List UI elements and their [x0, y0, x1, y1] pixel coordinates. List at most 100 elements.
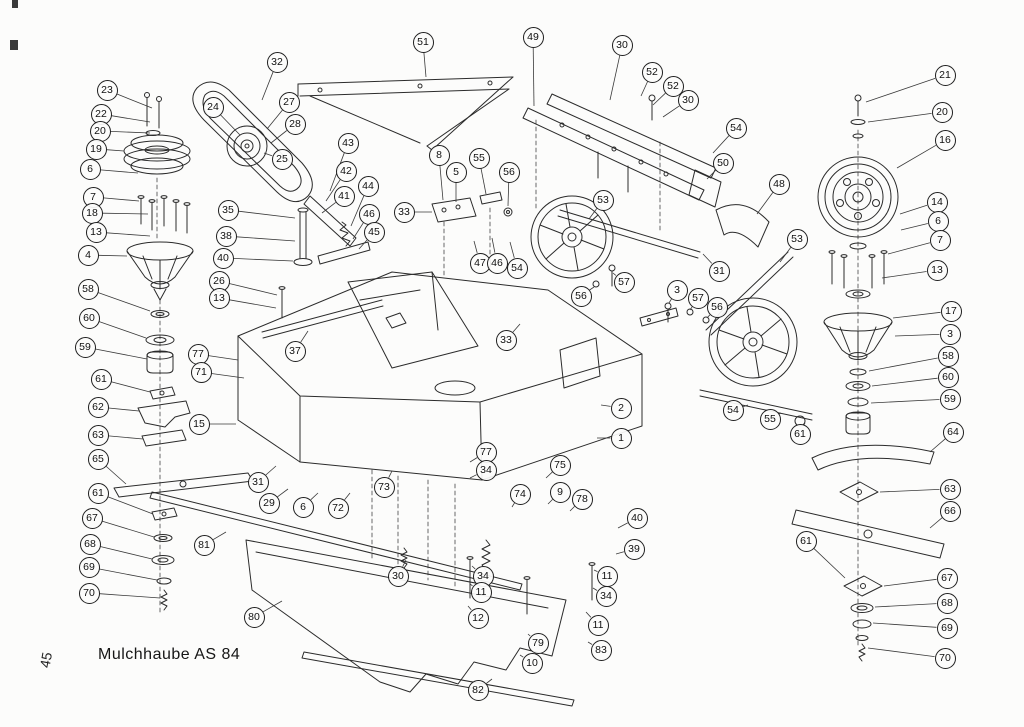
callout-3: 3 [939, 323, 961, 345]
callout-50: 50 [712, 152, 734, 174]
leader-line-30 [609, 55, 621, 101]
leader-line-7 [887, 242, 931, 255]
callout-69: 69 [78, 556, 100, 578]
leader-line-81 [212, 531, 227, 541]
callout-9: 9 [549, 481, 571, 503]
scan-artifacts [10, 0, 18, 50]
callout-72: 72 [327, 497, 349, 519]
leader-line-37 [300, 330, 309, 343]
leader-line-73 [388, 470, 393, 478]
latch-plate-cluster [431, 191, 701, 279]
callout-61: 61 [87, 482, 109, 504]
leader-line-70 [99, 593, 161, 599]
right-spindle-assembly [817, 94, 899, 649]
callout-45: 45 [363, 221, 385, 243]
leader-line-56 [507, 182, 510, 207]
leader-line-6 [100, 169, 139, 174]
leader-line-61 [107, 496, 154, 515]
callout-28: 28 [284, 113, 306, 135]
left-pulley-stack [123, 92, 191, 241]
callout-79: 79 [527, 632, 549, 654]
leader-line-68 [100, 546, 153, 560]
leader-line-77 [469, 457, 478, 463]
leader-line-13 [106, 232, 151, 237]
leader-line-18 [102, 212, 149, 215]
callout-30: 30 [611, 34, 633, 56]
callout-43: 43 [337, 132, 359, 154]
callout-5: 5 [445, 161, 467, 183]
callout-39: 39 [623, 538, 645, 560]
rear-wheel [708, 297, 798, 387]
leader-line-53 [779, 247, 792, 263]
leader-line-67 [883, 578, 937, 587]
leader-line-32 [261, 71, 274, 101]
leader-line-47 [473, 240, 478, 254]
callout-4: 4 [77, 244, 99, 266]
callout-58: 58 [77, 278, 99, 300]
callout-13: 13 [85, 221, 107, 243]
leader-line-69 [99, 568, 158, 581]
callout-52: 52 [641, 61, 663, 83]
leader-line-24 [220, 114, 241, 136]
callout-67: 67 [81, 507, 103, 529]
callout-56: 56 [498, 161, 520, 183]
leader-line-27 [266, 109, 283, 130]
center-fasteners [592, 264, 710, 327]
callout-70: 70 [78, 582, 100, 604]
callout-66: 66 [939, 500, 961, 522]
callout-2: 2 [610, 397, 632, 419]
callout-10: 10 [521, 652, 543, 674]
callout-53: 53 [592, 189, 614, 211]
callout-56: 56 [706, 296, 728, 318]
leader-line-34 [469, 474, 477, 479]
leader-line-20 [867, 113, 932, 123]
left-washer-stack [137, 310, 191, 447]
callout-18: 18 [81, 202, 103, 224]
leader-line-35 [238, 210, 296, 219]
leader-line-19 [106, 149, 125, 152]
callout-27: 27 [278, 91, 300, 113]
leader-line-38 [236, 236, 296, 242]
callout-17: 17 [940, 300, 962, 322]
callout-46: 46 [486, 252, 508, 274]
callout-29: 29 [258, 492, 280, 514]
callout-32: 32 [266, 51, 288, 73]
callout-30: 30 [677, 89, 699, 111]
callout-80: 80 [243, 606, 265, 628]
leader-line-39 [615, 551, 625, 555]
leader-line-45 [358, 239, 368, 250]
callout-70: 70 [934, 647, 956, 669]
leader-line-46 [491, 237, 496, 253]
callout-3: 3 [666, 279, 688, 301]
leader-line-49 [532, 47, 535, 107]
callout-16: 16 [934, 129, 956, 151]
callout-13: 13 [208, 287, 230, 309]
callout-12: 12 [467, 607, 489, 629]
callout-67: 67 [936, 567, 958, 589]
leader-line-9 [547, 499, 553, 505]
callout-19: 19 [85, 138, 107, 160]
callout-77: 77 [475, 441, 497, 463]
boom-bars [522, 93, 722, 233]
leader-line-70 [867, 647, 935, 657]
leader-line-44 [350, 195, 365, 227]
leader-line-59 [870, 399, 940, 404]
callout-61: 61 [90, 368, 112, 390]
leader-line-63 [879, 489, 940, 493]
callout-52: 52 [662, 75, 684, 97]
leader-line-34 [592, 587, 598, 591]
callout-11: 11 [596, 565, 618, 587]
leader-line-69 [872, 622, 937, 628]
leader-line-80 [262, 600, 283, 613]
callout-25: 25 [271, 148, 293, 170]
leader-line-40 [617, 522, 628, 529]
callout-81: 81 [193, 534, 215, 556]
leader-line-3 [894, 334, 940, 337]
leader-line-22 [111, 115, 151, 123]
leader-line-55 [480, 168, 487, 195]
callout-35: 35 [217, 199, 239, 221]
leader-line-13 [229, 299, 277, 309]
leader-line-51 [423, 52, 427, 78]
height-linkage [261, 195, 384, 339]
